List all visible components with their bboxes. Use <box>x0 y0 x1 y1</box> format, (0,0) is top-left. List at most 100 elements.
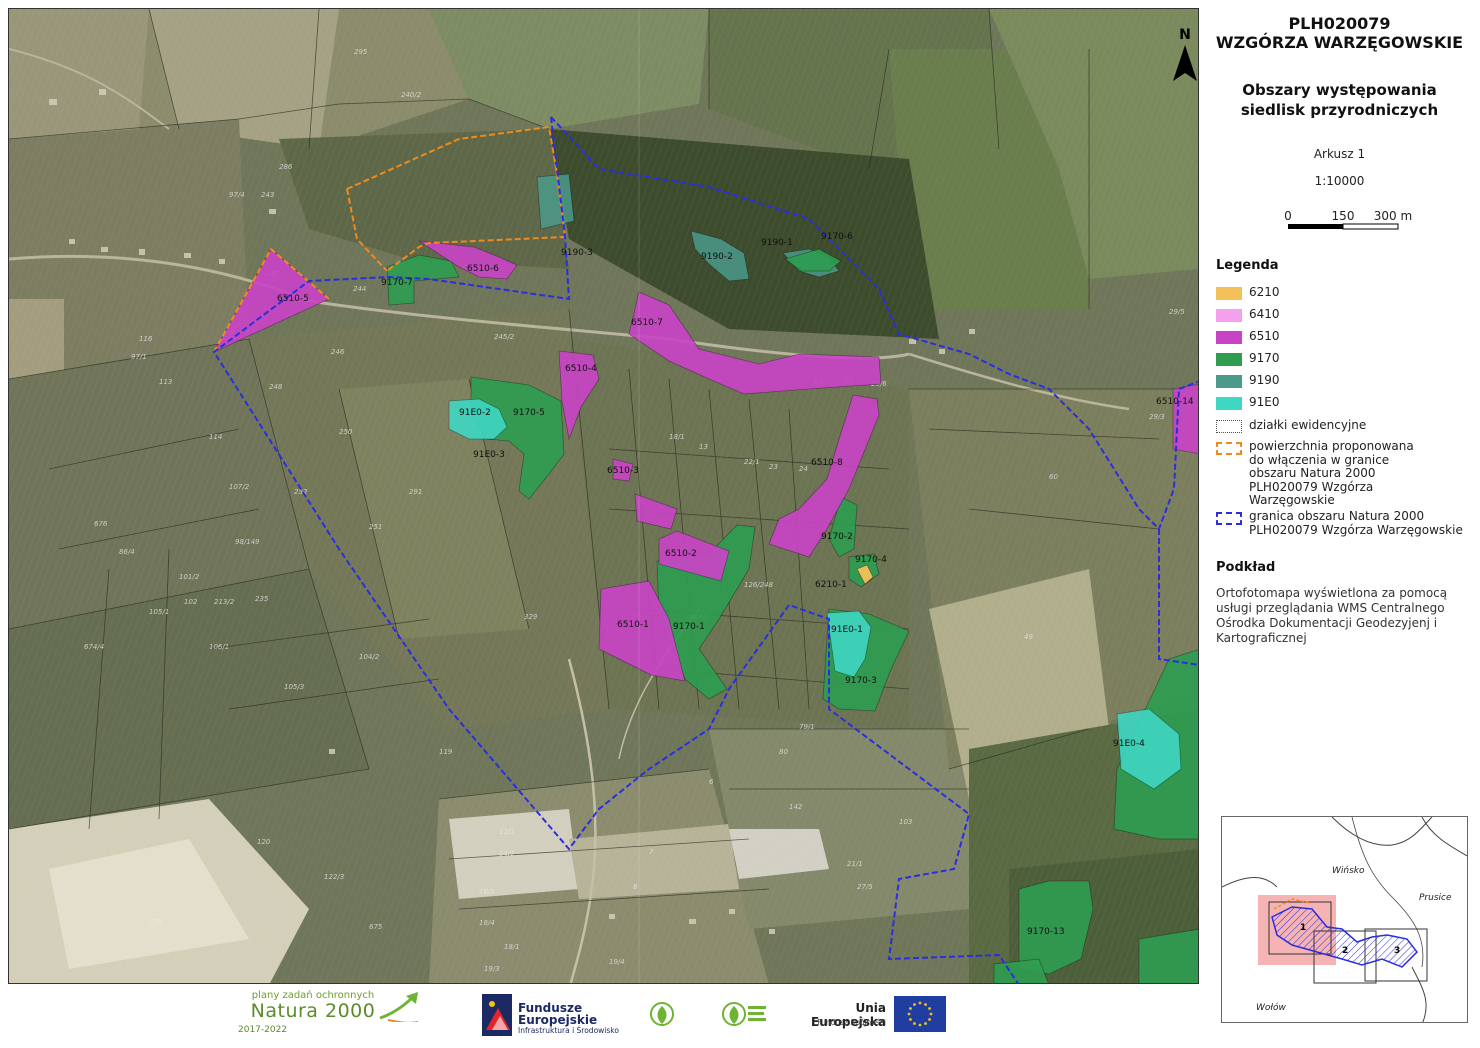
parcel-number: 24 <box>799 465 808 473</box>
habitat-9170-2[interactable] <box>828 496 858 558</box>
habitat-6510-7[interactable] <box>628 291 882 395</box>
legend-swatch-parcels <box>1216 420 1242 433</box>
basemap-orthophoto <box>9 9 1198 983</box>
habitat-label: 91E0-1 <box>831 625 863 635</box>
habitat-label: 9170-5 <box>513 408 545 418</box>
parcel-number: 245/2 <box>494 333 515 341</box>
habitat-6510-2[interactable] <box>634 493 678 530</box>
ue-subtitle: Fundusz Spójności <box>817 1018 886 1027</box>
parcel-number: 79/1 <box>799 723 815 731</box>
habitat-9170-7[interactable] <box>386 254 460 306</box>
habitat-9190-3[interactable] <box>536 173 575 230</box>
locator-sheet-label-3: 3 <box>1394 946 1400 956</box>
habitat-label: 9170-7 <box>381 278 413 288</box>
habitat-polygons <box>213 173 1199 984</box>
proposed-boundary <box>213 125 567 353</box>
habitat-6510-6[interactable] <box>418 240 518 280</box>
leaf-logo-icon-2 <box>722 1002 766 1026</box>
habitat-label: 9170-6 <box>821 232 853 242</box>
map-view[interactable]: 295240/2286243244247246245/2248251252291… <box>8 8 1199 984</box>
scale-label-0: 0 <box>1284 209 1292 223</box>
parcel-number: 113 <box>159 378 172 386</box>
parcel-number: 29/5 <box>1169 308 1185 316</box>
parcel-number: 97/1 <box>131 353 147 361</box>
locator-town-winsko: Wińsko <box>1332 866 1365 876</box>
habitat-label: 6510-8 <box>811 458 843 468</box>
north-arrow: N <box>1167 25 1198 91</box>
parcel-number: 252 <box>294 488 308 496</box>
site-code: PLH020079 <box>1288 14 1391 33</box>
habitat-6510-4[interactable] <box>558 350 600 441</box>
habitat-label: 9170-3 <box>845 676 877 686</box>
parcel-number: 7 <box>649 848 654 856</box>
parcel-number: 86/4 <box>119 548 135 556</box>
habitat-6210-1[interactable] <box>856 564 874 585</box>
habitat-6510-1[interactable] <box>598 580 686 682</box>
habitat-label: 9190-1 <box>761 238 793 248</box>
n2k-logo-main: Natura 2000 <box>250 1000 376 1022</box>
fe-subtitle: Infrastruktura i Środowisko <box>518 1026 619 1035</box>
map-scale: 1:10000 <box>1314 174 1365 188</box>
habitat-label: 9170-13 <box>1027 927 1065 937</box>
habitat-9190-2[interactable] <box>690 230 750 282</box>
eu-star-icon <box>928 1018 931 1021</box>
legend-label: działki ewidencyjne <box>1249 418 1367 432</box>
habitat-9170-sw[interactable] <box>993 958 1049 984</box>
habitat-9170-6[interactable] <box>784 248 842 272</box>
orthophoto-map[interactable]: 295240/2286243244247246245/2248251252291… <box>9 9 1199 984</box>
scale-bar: 0 150 300 m <box>1283 208 1413 236</box>
habitat-label: 91E0-3 <box>473 450 505 460</box>
parcel-number: 19/3 <box>484 965 500 973</box>
parcel-number: 101/2 <box>179 573 200 581</box>
habitat-label: 9170-1 <box>673 622 705 632</box>
habitat-6510-2b[interactable] <box>658 530 730 582</box>
habitat-6510-8[interactable] <box>768 394 880 558</box>
parcel-number: 674/4 <box>84 643 104 651</box>
parcel-number: 286 <box>279 163 293 171</box>
site-title: PLH020079 WZGÓRZA WARZĘGOWSKIE <box>1199 14 1480 52</box>
habitat-label: 6510-1 <box>617 620 649 630</box>
eu-star-icon <box>907 1012 911 1016</box>
habitat-91E0-4[interactable] <box>1116 708 1182 790</box>
habitat-label: 9170-2 <box>821 532 853 542</box>
habitat-label: 6510-3 <box>607 466 639 476</box>
parcel-number: 122/3 <box>324 873 344 881</box>
habitat-91E0-2[interactable] <box>448 398 508 440</box>
habitat-9170-se[interactable] <box>1138 928 1199 984</box>
north-arrow-label: N <box>1179 27 1191 43</box>
map-subtitle: Obszary występowania siedlisk przyrodnic… <box>1240 81 1439 119</box>
parcel-number: 675 <box>369 923 383 931</box>
legend-label: granica obszaru Natura 2000 PLH020079 Wz… <box>1249 509 1463 537</box>
habitat-label: 9190-3 <box>561 248 593 258</box>
locator-town-wolow: Wołów <box>1256 1002 1286 1013</box>
parcel-number: 244 <box>353 285 366 293</box>
legend-swatch-91e0 <box>1216 397 1242 410</box>
parcel-number: 29/3 <box>1149 413 1165 421</box>
parcel-number: 18/1 <box>669 433 685 441</box>
parcel-number: 116 <box>139 335 153 343</box>
habitat-6510-3[interactable] <box>612 458 634 482</box>
parcel-number: 60 <box>1049 473 1058 481</box>
habitat-91E0-1[interactable] <box>826 610 872 678</box>
parcel-number: 23 <box>769 463 778 471</box>
fe-title: Fundusze Europejskie <box>518 1001 598 1027</box>
habitat-label: 6510-4 <box>565 364 597 374</box>
parcel-number: 105/1 <box>149 608 169 616</box>
partner-logo-2 <box>720 984 770 1044</box>
legend-label: powierzchnia proponowana do włączenia w … <box>1249 439 1414 507</box>
habitat-label: 9170-4 <box>855 555 887 565</box>
legend-label: 91E0 <box>1249 395 1280 409</box>
habitat-label: 6510-14 <box>1156 397 1194 407</box>
parcel-number: 98/149 <box>235 538 260 546</box>
parcel-number: 22/1 <box>744 458 760 466</box>
parcel-number: 329 <box>524 613 538 621</box>
ue-title: Unia Europejska <box>811 1001 886 1029</box>
parcel-number: 291 <box>409 488 422 496</box>
locator-map[interactable]: 1 2 3 Wińsko Prusice Wołów <box>1221 816 1468 1023</box>
parcel-number: 246 <box>331 348 345 356</box>
parcel-number: 114 <box>209 433 222 441</box>
sheet-number: Arkusz 1 <box>1313 147 1366 161</box>
parcel-number: 240/2 <box>401 91 422 99</box>
legend-swatch-6210 <box>1216 287 1242 300</box>
